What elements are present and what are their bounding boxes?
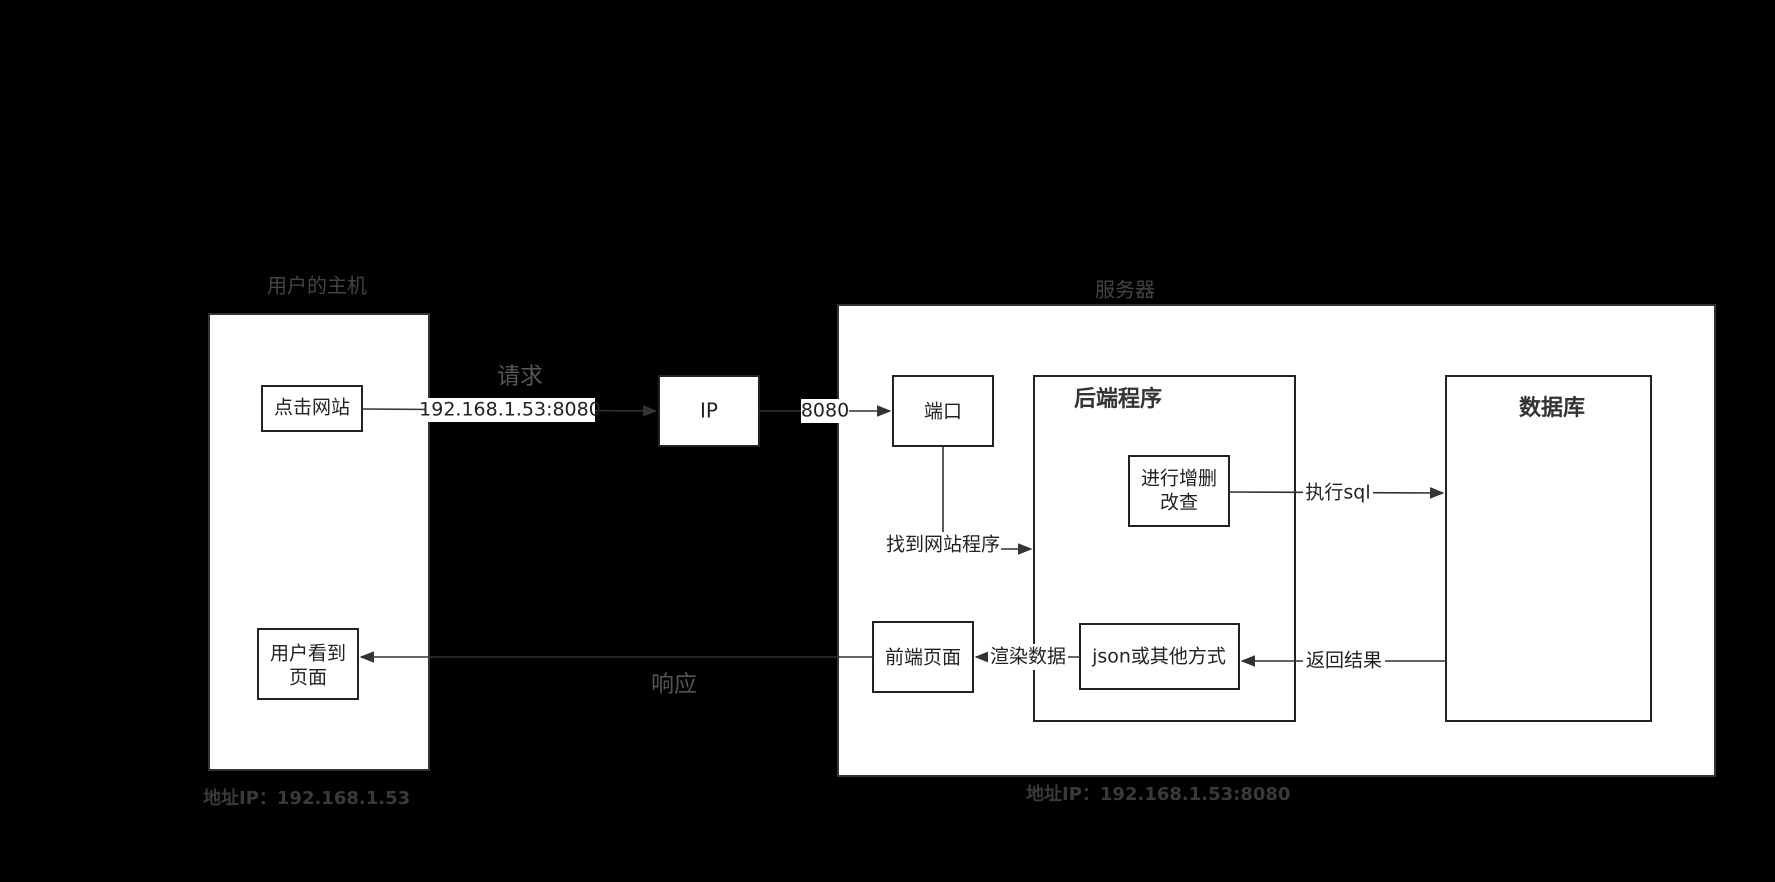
edge-return-result: 返回结果 [1240, 648, 1446, 674]
backend-program-node: 后端程序 进行增删 改查 json或其他方式 [1033, 375, 1296, 722]
port-label: 端口 [924, 401, 962, 423]
frontend-page-node: 前端页面 [872, 621, 974, 693]
request-label: 请求 [497, 364, 543, 390]
user-host-group: 用户的主机 地址IP：192.168.1.53 点击网站 用户看到 页面 [203, 274, 430, 809]
return-result-label: 返回结果 [1306, 650, 1382, 672]
database-node: 数据库 [1445, 375, 1652, 722]
frontend-page-label: 前端页面 [885, 647, 961, 669]
edge-response: 响应 [359, 651, 873, 698]
user-host-container [208, 313, 430, 771]
server-title: 服务器 [1095, 278, 1155, 302]
edge-ip-to-port: 8080 [759, 399, 892, 423]
server-address: 地址IP：192.168.1.53:8080 [1026, 783, 1290, 805]
find-program-label: 找到网站程序 [886, 534, 1000, 556]
user-sees-label-line1: 用户看到 [270, 643, 346, 665]
edge-exec-sql: 执行sql [1228, 480, 1445, 506]
crud-node: 进行增删 改查 [1128, 455, 1230, 527]
user-host-address: 地址IP：192.168.1.53 [203, 787, 410, 809]
edge-find-program: 找到网站程序 [885, 446, 1033, 558]
crud-label-line1: 进行增删 [1141, 468, 1217, 490]
user-sees-page-node: 用户看到 页面 [257, 628, 359, 700]
port-number-label: 8080 [801, 400, 849, 422]
click-site-node: 点击网站 [261, 385, 363, 432]
request-address-label: 192.168.1.53:8080 [419, 399, 601, 421]
edge-render-data: 渲染数据 [974, 644, 1080, 670]
ip-node: IP [658, 375, 760, 447]
user-host-title: 用户的主机 [267, 274, 367, 298]
exec-sql-label: 执行sql [1305, 482, 1370, 504]
response-label: 响应 [651, 672, 697, 698]
render-data-label: 渲染数据 [990, 646, 1066, 668]
crud-label-line2: 改查 [1160, 492, 1198, 514]
ip-label: IP [700, 399, 718, 423]
user-sees-label-line2: 页面 [289, 667, 327, 689]
backend-title: 后端程序 [1074, 386, 1162, 412]
json-other-node: json或其他方式 [1079, 623, 1240, 690]
json-other-label: json或其他方式 [1091, 646, 1226, 668]
click-site-label: 点击网站 [274, 397, 350, 419]
database-title: 数据库 [1519, 395, 1585, 421]
edge-request: 192.168.1.53:8080 请求 [361, 364, 658, 422]
port-node: 端口 [892, 375, 994, 447]
